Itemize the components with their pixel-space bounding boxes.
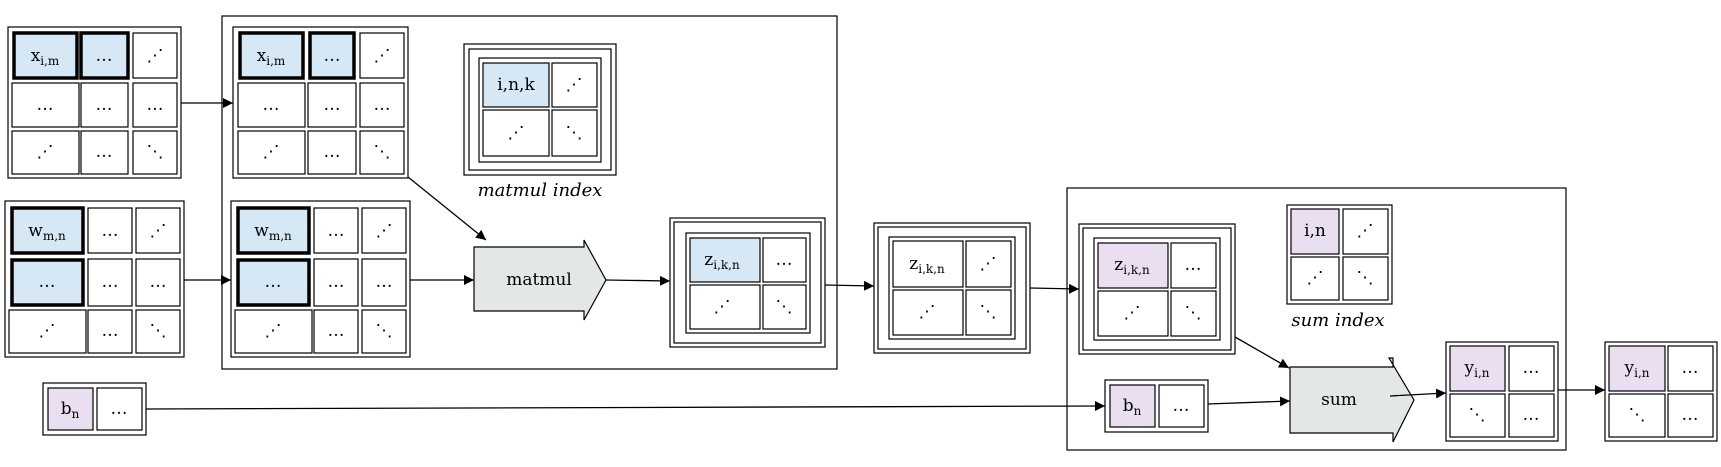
- svg-text:⋱: ⋱: [374, 142, 391, 162]
- input-w-tensor: wm,n … ⋰ … … … ⋰ … ⋱: [4, 200, 185, 358]
- matmul-op-label: matmul: [506, 270, 572, 290]
- svg-text:⋰: ⋰: [263, 142, 280, 162]
- matmul-output-z: zi,k,n … ⋰ ⋱: [669, 217, 826, 348]
- svg-text:…: …: [150, 272, 167, 292]
- svg-text:⋰: ⋰: [265, 321, 282, 341]
- svg-text:⋱: ⋱: [150, 321, 167, 341]
- svg-text:…: …: [1682, 405, 1699, 425]
- ellipsis-glyph: …: [147, 95, 164, 115]
- svg-text:…: …: [324, 95, 341, 115]
- svg-text:zi,k,n: zi,k,n: [1114, 255, 1150, 277]
- svg-text:⋰: ⋰: [919, 302, 936, 322]
- ellipsis-glyph: …: [37, 95, 54, 115]
- svg-text:…: …: [263, 95, 280, 115]
- svg-text:xi,m: xi,m: [257, 46, 286, 68]
- svg-text:…: …: [111, 399, 128, 419]
- sum-operator: sum: [1289, 357, 1415, 443]
- svg-text:bn: bn: [61, 399, 80, 421]
- svg-text:⋱: ⋱: [776, 297, 793, 317]
- svg-text:…: …: [1523, 358, 1540, 378]
- svg-text:wm,n: wm,n: [28, 221, 66, 243]
- svg-text:zi,k,n: zi,k,n: [909, 254, 945, 276]
- svg-text:bn: bn: [1123, 396, 1142, 418]
- svg-text:⋱: ⋱: [1185, 303, 1202, 323]
- svg-text:…: …: [102, 272, 119, 292]
- up-diagonal-glyph: ⋰: [37, 142, 54, 162]
- svg-text:…: …: [102, 221, 119, 241]
- svg-text:…: …: [1523, 405, 1540, 425]
- svg-text:⋰: ⋰: [714, 297, 731, 317]
- svg-text:⋰: ⋰: [566, 75, 583, 95]
- svg-text:…: …: [324, 46, 341, 66]
- svg-text:⋱: ⋱: [1469, 405, 1486, 425]
- svg-text:⋰: ⋰: [1124, 303, 1141, 323]
- svg-text:…: …: [1682, 358, 1699, 378]
- svg-text:yi,n: yi,n: [1624, 358, 1650, 380]
- svg-text:⋱: ⋱: [566, 123, 583, 143]
- svg-text:…: …: [376, 272, 393, 292]
- svg-text:…: …: [102, 321, 119, 341]
- svg-text:yi,n: yi,n: [1464, 358, 1490, 380]
- input-x-tensor: xi,m … ⋰ … … … ⋰ … ⋱: [7, 26, 182, 179]
- intermediate-z-tensor: zi,k,n ⋰ ⋰ ⋱: [873, 222, 1031, 354]
- svg-text:⋰: ⋰: [508, 123, 525, 143]
- ellipsis-glyph: …: [96, 46, 113, 66]
- sum-op-label: sum: [1321, 390, 1357, 410]
- matmul-w-operand: wm,n … ⋰ … … … ⋰ … ⋱: [230, 200, 411, 358]
- matmul-index-label: i,n,k: [497, 75, 535, 95]
- svg-text:⋰: ⋰: [1307, 268, 1324, 288]
- svg-text:⋱: ⋱: [376, 321, 393, 341]
- svg-text:⋱: ⋱: [1357, 268, 1374, 288]
- svg-text:…: …: [1185, 255, 1202, 275]
- svg-text:…: …: [39, 272, 56, 292]
- svg-text:⋱: ⋱: [1629, 405, 1646, 425]
- matmul-x-operand: xi,m … ⋰ … … … ⋰ … ⋱: [232, 26, 409, 179]
- x-head-label: xi,m: [31, 46, 60, 68]
- edge-sum-to-y: [1389, 388, 1447, 399]
- sum-z-operand: zi,k,n … ⋰ ⋱: [1078, 223, 1236, 355]
- edge-b-to-sum: [145, 401, 1106, 412]
- svg-text:…: …: [265, 272, 282, 292]
- final-output-y: yi,n … ⋱ …: [1604, 341, 1718, 442]
- up-diagonal-glyph: ⋰: [147, 46, 164, 66]
- svg-text:…: …: [324, 142, 341, 162]
- sum-cluster-frame: [1066, 187, 1567, 451]
- sum-index-label: i,n: [1304, 221, 1326, 241]
- edge-b-to-sum-op: [1207, 396, 1291, 407]
- edge-z-to-sum-op: [1234, 336, 1290, 369]
- svg-text:⋰: ⋰: [150, 221, 167, 241]
- matmul-index-caption: matmul index: [478, 180, 603, 201]
- edge-x-to-matmul-op: [407, 176, 487, 241]
- edges: [145, 98, 1605, 412]
- svg-text:…: …: [328, 321, 345, 341]
- svg-text:…: …: [1173, 396, 1190, 416]
- svg-text:zi,k,n: zi,k,n: [704, 250, 740, 272]
- svg-text:…: …: [328, 221, 345, 241]
- ellipsis-glyph: …: [96, 142, 113, 162]
- down-diagonal-glyph: ⋱: [147, 142, 164, 162]
- sum-b-operand: bn …: [1104, 379, 1209, 433]
- edge-matmul-to-z: [605, 275, 671, 286]
- matmul-index-box: i,n,k ⋰ ⋰ ⋱: [463, 43, 617, 176]
- input-b-tensor: bn …: [42, 382, 147, 436]
- svg-text:wm,n: wm,n: [254, 221, 292, 243]
- edge-z-to-intermediate: [824, 280, 875, 291]
- sum-output-y: yi,n … ⋱ …: [1445, 341, 1559, 442]
- sum-index-box: i,n ⋰ ⋰ ⋱: [1286, 204, 1393, 305]
- svg-text:…: …: [328, 272, 345, 292]
- edge-intermediate-to-sum: [1029, 283, 1080, 294]
- svg-text:⋰: ⋰: [374, 46, 391, 66]
- matmul-operator: matmul: [473, 239, 607, 321]
- svg-text:⋰: ⋰: [980, 254, 997, 274]
- sum-index-caption: sum index: [1291, 310, 1384, 331]
- svg-text:⋰: ⋰: [1357, 221, 1374, 241]
- svg-text:⋰: ⋰: [39, 321, 56, 341]
- svg-text:…: …: [374, 95, 391, 115]
- matmul-cluster-frame: [221, 15, 838, 370]
- svg-text:⋰: ⋰: [376, 221, 393, 241]
- ellipsis-glyph: …: [96, 95, 113, 115]
- svg-text:…: …: [776, 250, 793, 270]
- svg-text:⋱: ⋱: [980, 302, 997, 322]
